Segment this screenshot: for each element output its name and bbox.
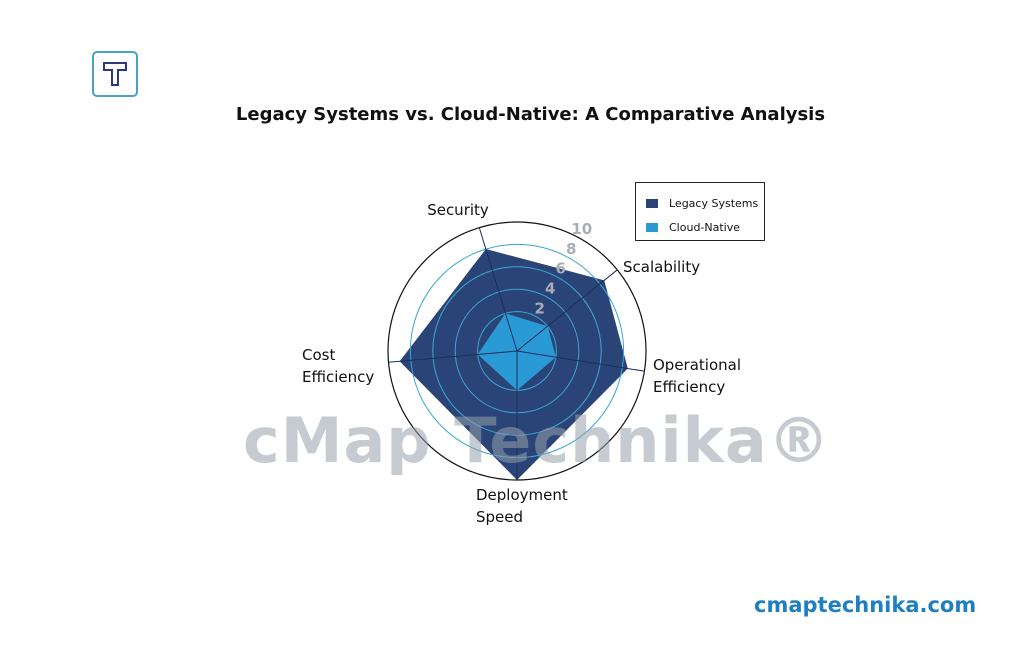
category-label: Scalability	[623, 258, 700, 276]
legend: Legacy Systems Cloud-Native	[635, 182, 765, 241]
legend-item-cloud: Cloud-Native	[646, 221, 740, 234]
axis-spoke	[478, 227, 518, 352]
brand-logo	[92, 51, 138, 97]
axis-spoke	[388, 350, 518, 363]
radial-tick-label: 10	[571, 220, 592, 238]
chart-title: Legacy Systems vs. Cloud-Native: A Compa…	[235, 104, 826, 125]
legend-label-legacy: Legacy Systems	[669, 197, 759, 210]
radial-tick-label: 4	[545, 279, 555, 297]
category-label: Security	[427, 201, 489, 219]
legend-swatch-cloud	[646, 223, 658, 232]
website-link[interactable]: cmaptechnika.com	[754, 593, 977, 617]
radial-tick-label: 8	[566, 240, 576, 258]
radial-tick-label: 2	[535, 299, 545, 317]
radial-tick-label: 6	[556, 260, 566, 278]
legend-label-cloud: Cloud-Native	[669, 221, 741, 234]
legend-item-legacy: Legacy Systems	[646, 197, 758, 210]
axis-spoke	[516, 269, 618, 352]
legend-swatch-legacy	[646, 199, 658, 208]
axis-spoke	[516, 350, 645, 372]
logo-t-icon	[103, 62, 127, 86]
